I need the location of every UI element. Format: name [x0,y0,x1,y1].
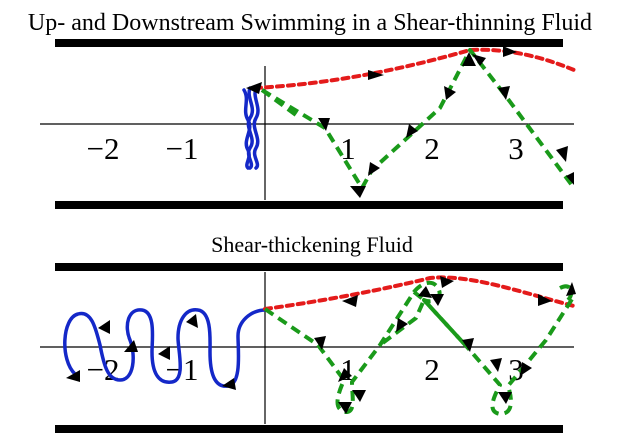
downstream-trajectory-branch [422,298,470,350]
arrow-marker [406,124,418,138]
tick-label: 3 [508,131,524,166]
arrow-marker [462,338,474,352]
downstream-trajectory-end [559,284,574,302]
arrow-marker [538,294,552,306]
swimmer [242,86,260,170]
arrow-marker [490,358,502,372]
arrow-marker [503,46,517,57]
arrow-marker [158,346,170,360]
arrow-marker [498,86,510,100]
tick-label: 2 [424,352,440,387]
arrow-marker [566,172,574,185]
channel-wall-bottom [55,201,563,209]
tick-label: 1 [340,131,356,166]
arrow-marker [338,368,352,382]
upstream-trajectory [263,275,576,311]
tick-label: 2 [424,131,440,166]
downstream-trajectory-start [260,88,302,120]
arrow-marker [98,320,110,334]
arrow-marker [556,146,568,162]
arrow-marker [498,392,512,404]
arrow-marker [566,282,576,296]
arrow-marker [368,162,380,176]
arrow-marker [186,314,198,328]
channel-wall-bottom [55,425,563,433]
arrow-marker [396,318,408,332]
arrow-marker [430,294,444,306]
arrow-marker [462,52,476,66]
arrow-marker [520,362,532,376]
arrow-marker [472,54,486,66]
panel-shear-thinning: Up- and Downstream Swimming in a Shear-t… [28,10,592,209]
arrow-marker [350,186,366,198]
arrow-marker [66,370,80,382]
arrow-marker [440,276,454,288]
arrow-marker [368,70,384,80]
arrow-marker [444,86,456,100]
channel-wall-top [55,263,563,271]
arrow-marker [342,295,358,307]
arrow-marker [246,82,262,94]
tick-label: −1 [166,131,199,166]
arrow-marker [338,402,352,414]
panel-title: Shear-thickening Fluid [211,232,413,257]
arrow-marker [318,118,330,131]
channel-wall-top [55,39,563,47]
tick-label: −2 [87,131,120,166]
panel-shear-thickening: Shear-thickening Fluid −2 −1 1 2 3 [40,232,576,433]
panel-title: Up- and Downstream Swimming in a Shear-t… [28,10,592,36]
upstream-trajectory [253,47,576,90]
arrow-marker [314,336,326,350]
arrow-marker [124,340,138,352]
arrow-marker [222,378,236,390]
arrow-marker [352,390,366,402]
downstream-trajectory [260,48,576,190]
downstream-trajectory-branch [378,290,426,347]
arrow-marker [418,286,432,298]
